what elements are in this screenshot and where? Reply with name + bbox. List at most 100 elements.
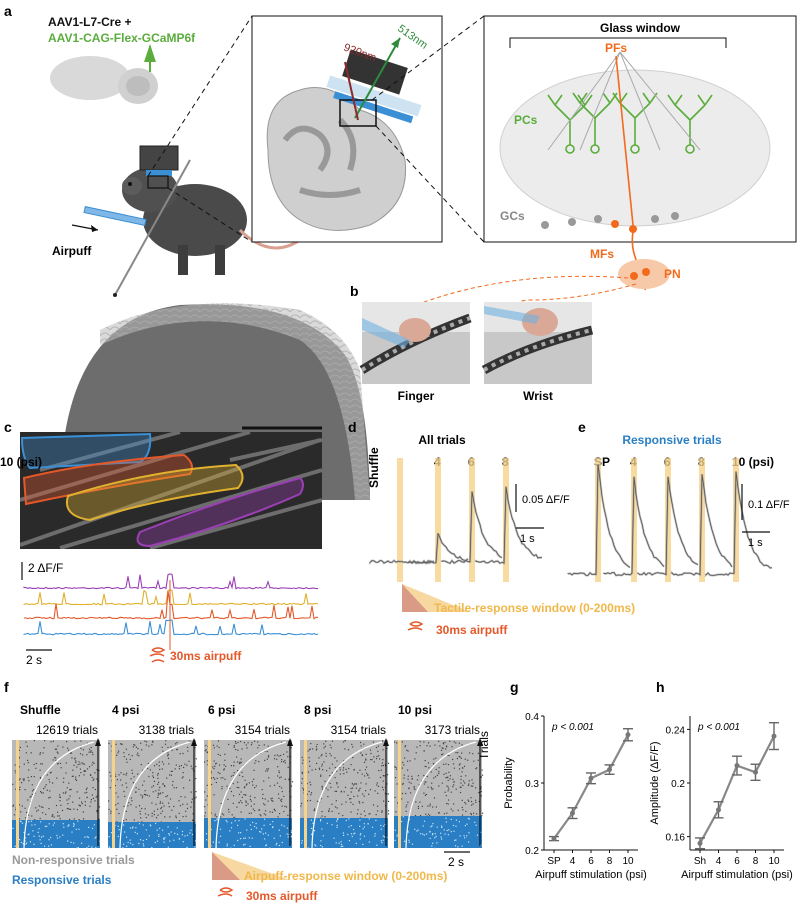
spike-dot <box>186 803 188 805</box>
spike-dot <box>360 782 362 784</box>
spike-dot <box>154 765 156 767</box>
spike-dot <box>267 834 269 836</box>
spike-dot <box>350 811 352 813</box>
spike-dot <box>381 786 384 788</box>
spike-dot <box>236 786 238 788</box>
spike-dot <box>330 786 332 788</box>
spike-dot <box>32 830 34 832</box>
spike-dot <box>210 772 212 774</box>
spike-dot <box>366 772 368 774</box>
spike-dot <box>361 773 363 775</box>
spike-dot <box>160 807 162 810</box>
spike-dot <box>217 740 220 742</box>
onset-curve <box>119 741 191 849</box>
spike-dot <box>162 750 164 752</box>
airpuff-label-c: 30ms airpuff <box>170 649 242 663</box>
y-tick-label: 0.24 <box>666 725 686 736</box>
spike-dot <box>151 815 153 817</box>
spike-dot <box>179 753 181 755</box>
spike-dot <box>350 833 353 835</box>
spike-dot <box>20 841 22 843</box>
spike-dot <box>347 833 349 836</box>
spike-dot <box>98 806 101 808</box>
spike-dot <box>278 829 280 831</box>
spike-dot <box>122 847 124 849</box>
spike-dot <box>408 839 410 841</box>
spike-dot <box>258 809 260 811</box>
spike-dot <box>249 845 251 847</box>
spike-dot <box>470 814 472 816</box>
spike-dot <box>216 816 218 818</box>
spike-dot <box>91 846 93 848</box>
spike-dot <box>302 787 304 789</box>
spike-dot <box>40 842 42 844</box>
spike-dot <box>189 779 191 781</box>
spike-dot <box>329 782 331 784</box>
spike-dot <box>134 744 136 746</box>
spike-dot <box>407 760 409 762</box>
roi-outline <box>66 463 244 522</box>
spike-dot <box>460 778 462 781</box>
spike-dot <box>217 771 219 774</box>
spike-dot <box>86 742 88 744</box>
spike-dot <box>260 831 262 833</box>
spike-dot <box>441 747 443 749</box>
spike-dot <box>216 819 218 821</box>
spike-dot <box>387 774 389 776</box>
spike-dot <box>28 780 30 782</box>
spike-dot <box>324 780 326 782</box>
spike-dot <box>206 751 208 754</box>
spike-dot <box>340 843 343 845</box>
spike-dot <box>184 763 186 765</box>
spike-dot <box>228 808 230 811</box>
spike-dot <box>423 834 425 836</box>
spike-dot <box>363 810 365 812</box>
spike-dot <box>163 838 165 841</box>
spike-dot <box>167 754 169 756</box>
spike-dot <box>232 783 234 785</box>
spike-dot <box>362 793 364 795</box>
spike-dot <box>64 792 66 794</box>
spike-dot <box>336 760 338 762</box>
spike-dot <box>427 805 429 807</box>
spike-dot <box>248 782 250 784</box>
spike-dot <box>409 760 411 762</box>
spike-dot <box>167 846 169 848</box>
spike-dot <box>383 825 385 827</box>
spike-dot <box>108 836 110 838</box>
spike-dot <box>154 841 156 844</box>
spike-dot <box>252 821 254 823</box>
spike-dot <box>447 764 450 766</box>
spike-dot <box>127 841 129 843</box>
spike-dot <box>273 808 275 810</box>
spike-dot <box>195 822 197 824</box>
spike-dot <box>212 744 215 746</box>
spike-dot <box>214 813 216 815</box>
series-line <box>553 734 629 840</box>
spike-dot <box>144 813 147 815</box>
spike-dot <box>325 752 327 754</box>
spike-dot <box>405 792 407 795</box>
spike-dot <box>161 746 163 748</box>
spike-dot <box>214 765 216 767</box>
spike-dot <box>207 764 209 766</box>
spike-dot <box>137 748 139 750</box>
spike-dot <box>71 757 73 759</box>
spike-dot <box>79 768 81 770</box>
time-e: 1 s <box>748 537 763 549</box>
spike-dot <box>430 786 432 788</box>
spike-dot <box>95 847 97 849</box>
spike-dot <box>265 810 267 812</box>
spike-dot <box>397 802 399 804</box>
spike-dot <box>188 760 190 762</box>
spike-dot <box>266 758 268 760</box>
spike-dot <box>364 815 366 817</box>
spike-dot <box>33 789 35 791</box>
spike-dot <box>91 776 93 779</box>
spike-dot <box>219 772 221 775</box>
virus-label-1: AAV1-L7-Cre + <box>48 15 131 29</box>
spike-dot <box>345 801 347 803</box>
spike-dot <box>364 775 366 777</box>
spike-dot <box>54 748 56 750</box>
spike-dot <box>151 786 153 788</box>
